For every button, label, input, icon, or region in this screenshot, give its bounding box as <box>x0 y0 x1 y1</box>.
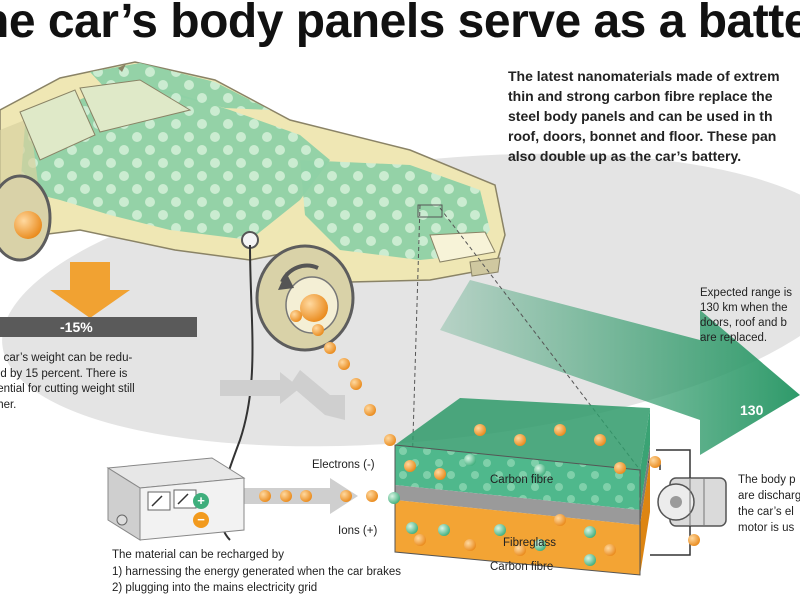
range-line: 130 km when the <box>700 302 788 314</box>
ions-label: Ions (+) <box>338 525 378 537</box>
front-wheel <box>255 244 355 352</box>
range-line: doors, roof and b <box>700 317 787 329</box>
recharge-line: 1) harnessing the energy generated when … <box>112 565 401 578</box>
electrons-label: Electrons (-) <box>312 459 375 471</box>
recharge-line: 2) plugging into the mains electricity g… <box>112 582 318 594</box>
layer-label-middle: Fibreglass <box>503 537 557 549</box>
page-title: he car’s body panels serve as a batter <box>0 0 800 48</box>
minus-icon: − <box>197 512 205 527</box>
flow-arrow-down <box>290 370 345 420</box>
intro-paragraph: The latest nanomaterials made of extrem … <box>508 66 800 166</box>
car-body <box>0 61 506 283</box>
charger-box <box>106 457 246 541</box>
recharge-line: The material can be recharged by <box>112 549 284 561</box>
weight-percent: -15% <box>60 319 93 335</box>
flow-arrow-charger <box>230 478 358 514</box>
weight-line: e car’s weight can be redu- <box>0 352 133 364</box>
discharge-line: The body p <box>738 474 796 486</box>
weight-bar <box>0 317 197 337</box>
charger-minus-button: − <box>193 512 209 528</box>
range-line: Expected range is <box>700 287 793 299</box>
intro-line: The latest nanomaterials made of extrem <box>508 68 780 84</box>
weight-arrow <box>50 262 130 318</box>
intro-line: steel body panels and can be used in th <box>508 108 773 124</box>
discharge-line: are discharg <box>738 490 800 502</box>
weight-line: ed by 15 percent. There is <box>0 367 128 380</box>
intro-line: thin and strong carbon fibre replace the <box>508 88 773 104</box>
range-note: Expected range is 130 km when the doors,… <box>700 286 792 346</box>
battery-block <box>394 398 650 576</box>
intro-line: also double up as the car’s battery. <box>508 148 742 164</box>
discharge-line: the car’s el <box>738 506 794 518</box>
discharge-note: The body p are discharg the car’s el mot… <box>738 472 800 536</box>
recharge-note: The material can be recharged by 1) harn… <box>112 547 401 597</box>
charger-plus-button: + <box>193 493 209 509</box>
electric-motor-icon <box>657 477 727 527</box>
weight-line: ther. <box>0 398 17 411</box>
electron-particles <box>259 310 700 556</box>
weight-note: e car’s weight can be redu- ed by 15 per… <box>0 351 135 413</box>
range-value: 130 <box>740 402 764 418</box>
layer-label-top: Carbon fibre <box>490 474 554 486</box>
layer-label-bottom: Carbon fibre <box>490 561 554 573</box>
rear-wheel <box>0 174 52 262</box>
flow-arrow-left <box>220 372 300 404</box>
range-arrow <box>440 280 800 455</box>
ion-particles <box>388 454 596 566</box>
range-line: are replaced. <box>700 332 768 344</box>
intro-line: roof, doors, bonnet and floor. These pan <box>508 128 777 144</box>
weight-line: tential for cutting weight still <box>0 383 135 395</box>
discharge-line: motor is us <box>738 522 795 534</box>
plus-icon: + <box>197 493 205 508</box>
